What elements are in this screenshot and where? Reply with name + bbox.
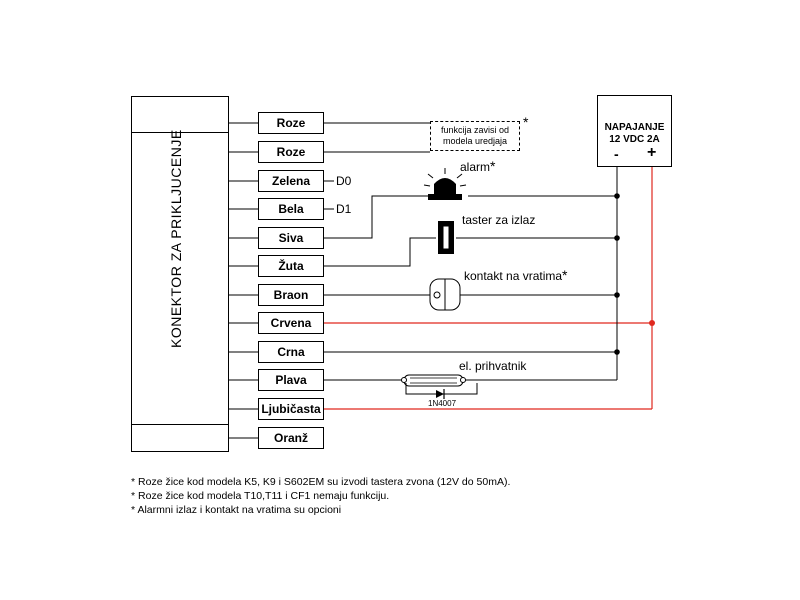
- alarm-beacon-icon: [423, 168, 467, 200]
- footnote-1-text: Roze žice kod modela K5, K9 i S602EM su …: [138, 476, 511, 488]
- exit-button-label: taster za izlaz: [462, 213, 536, 227]
- function-note-star: *: [523, 114, 529, 130]
- footnote-2: * Roze žice kod modela T10,T11 i CF1 nem…: [131, 490, 389, 502]
- lock-label: el. prihvatnik: [459, 359, 527, 373]
- footnote-1: * Roze žice kod modela K5, K9 i S602EM s…: [131, 476, 510, 488]
- connector-divider-bottom: [131, 424, 229, 425]
- door-contact-label: kontakt na vratima*: [464, 267, 568, 283]
- wire-label-roze-1: Roze: [258, 112, 324, 134]
- alarm-label: alarm*: [460, 158, 495, 174]
- alarm-label-text: alarm: [460, 160, 491, 174]
- wire-stubs: [229, 122, 258, 439]
- junction-dots: [614, 193, 655, 355]
- wire-label-roze-2: Roze: [258, 141, 324, 163]
- power-supply-plus: +: [647, 144, 657, 161]
- function-note-box: funkcija zavisi od modela uredjaja: [430, 121, 520, 151]
- connector-divider-top: [131, 132, 229, 133]
- exit-button-icon: [438, 221, 454, 254]
- footnote-3: * Alarmni izlaz i kontakt na vratima su …: [131, 504, 341, 516]
- wire-label-crna: Crna: [258, 341, 324, 363]
- wire-label-crvena: Crvena: [258, 312, 324, 334]
- power-supply-rating: 12 VDC 2A: [609, 134, 660, 145]
- wire-label-zuta: Žuta: [258, 255, 324, 277]
- function-note-line1: funkcija zavisi od: [440, 125, 510, 135]
- footnote-2-star: *: [131, 490, 136, 502]
- signal-d0: D0: [336, 174, 352, 188]
- siva-wire: [324, 195, 430, 239]
- diode-icon: [405, 383, 478, 399]
- wire-label-oranz: Oranž: [258, 427, 324, 449]
- wire-label-plava: Plava: [258, 369, 324, 391]
- footnote-1-star: *: [131, 476, 136, 488]
- wire-label-braon: Braon: [258, 284, 324, 306]
- zuta-wire: [324, 237, 436, 267]
- signal-d1: D1: [336, 202, 352, 216]
- power-supply-minus: -: [614, 146, 619, 162]
- door-contact-icon: [429, 278, 461, 311]
- alarm-label-star: *: [490, 158, 496, 174]
- connector-block: [131, 96, 229, 452]
- footnote-3-text: Alarmni izlaz i kontakt na vratima su op…: [137, 504, 342, 516]
- wire-label-zelena: Zelena: [258, 170, 324, 192]
- wire-label-bela: Bela: [258, 198, 324, 220]
- footnote-3-star: *: [131, 504, 136, 516]
- connector-title: KONEKTOR ZA PRIKLJUCENJE: [168, 129, 184, 348]
- power-supply: NAPAJANJE 12 VDC 2A - +: [597, 95, 672, 167]
- door-contact-label-star: *: [562, 267, 568, 283]
- wire-label-ljubicasta: Ljubičasta: [258, 398, 324, 420]
- wire-label-siva: Siva: [258, 227, 324, 249]
- door-contact-label-text: kontakt na vratima: [464, 269, 563, 283]
- function-note-line2: modela uredjaja: [442, 136, 508, 146]
- electric-lock-icon: [401, 374, 466, 387]
- diode-label: 1N4007: [428, 399, 457, 408]
- power-supply-title: NAPAJANJE: [604, 122, 665, 133]
- footnote-2-text: Roze žice kod modela T10,T11 i CF1 nemaj…: [138, 490, 390, 502]
